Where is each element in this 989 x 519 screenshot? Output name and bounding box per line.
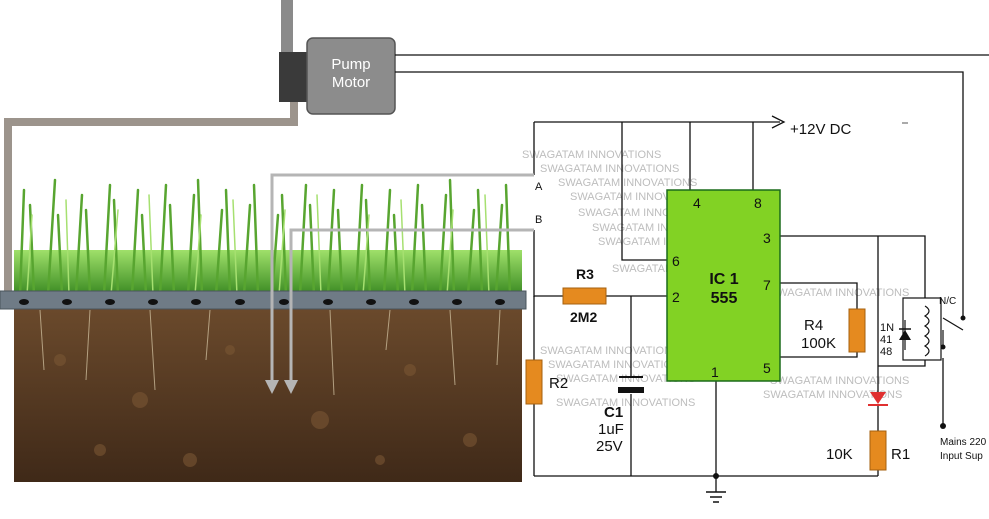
r3-name: R3 [576,266,594,282]
r2-name: R2 [549,375,568,392]
root-lines [39,309,501,396]
svg-text:SWAGATAM INNOVATIONS: SWAGATAM INNOVATIONS [548,359,687,371]
svg-text:SWAGATAM INNOVATIONS: SWAGATAM INNOVATIONS [763,389,902,401]
soil-illustration [14,178,522,482]
ic-part: 555 [711,290,738,307]
feed-pipe [4,100,298,296]
ic-pin-2: 2 [672,289,680,305]
ic-pin-5: 5 [763,360,771,376]
svg-text:SWAGATAM INNOVATIONS: SWAGATAM INNOVATIONS [540,163,679,175]
ic-555: IC 1 555 4 8 3 6 7 2 5 1 [666,189,781,382]
irrigation-pipe [0,0,527,310]
c1-voltage: 25V [596,438,623,455]
drip-pipe [0,290,527,310]
pump-label-line1: Pump [331,56,370,73]
probe-wires [270,173,534,385]
pump-label-line2: Motor [332,74,370,91]
svg-text:SWAGATAM INNOVATIONS: SWAGATAM INNOVATIONS [770,287,909,299]
ic-body [666,189,781,382]
resistor-r2: R2 [525,359,568,405]
mains-label-2: Input Sup [940,451,983,462]
ic-pin-1: 1 [711,364,719,380]
diode-label-3: 48 [880,346,892,358]
relay-switch-arm [942,317,964,331]
led-indicator [868,392,888,406]
svg-text:SWAGATAM INNOVATIONS: SWAGATAM INNOVATIONS [558,177,697,189]
ic-pin-8: 8 [754,195,762,211]
ic-pin-6: 6 [672,253,680,269]
probe-b-arrow [284,380,298,394]
svg-text:SWAGATAM INNOVATIONS: SWAGATAM INNOVATIONS [522,149,661,161]
c1-value: 1uF [598,421,624,438]
relay-contact-label: N/C [939,296,956,307]
mains-label-1: Mains 220 [940,437,987,448]
relay-coil [923,305,930,357]
supply-arrow [771,115,786,129]
resistor-r4: R4 100K [801,308,866,353]
probe-b-label: B [535,214,542,226]
ground-node [713,473,719,479]
svg-text:SWAGATAM INNOVATIONS: SWAGATAM INNOVATIONS [770,375,909,387]
r1-name: R1 [891,446,910,463]
diode-label-1: 1N [880,322,894,334]
ic-pin-7: 7 [763,277,771,293]
relay: 1N 41 48 N/C [880,296,966,361]
r4-value: 100K [801,335,836,352]
ic-pin-4: 4 [693,195,701,211]
grass-blades [18,178,512,297]
soil-texture [54,345,477,467]
r3-value: 2M2 [570,309,597,325]
capacitor-c1: C1 1uF 25V [596,376,644,455]
svg-text:SWAGATAM INNOVATIONS: SWAGATAM INNOVATIONS [556,373,695,385]
mains-terminal [940,423,946,429]
svg-text:SWAGATAM INNOVATIONS: SWAGATAM INNOVATIONS [540,345,679,357]
r4-name: R4 [804,317,823,334]
c1-name: C1 [604,404,623,421]
supply-label: +12V DC [790,121,851,138]
svg-text:SWAGATAM INNOVATIONS: SWAGATAM INNOVATIONS [556,397,695,409]
soil-block [14,306,522,482]
drip-holes [19,299,505,305]
ground-symbol [706,491,726,503]
r1-value: 10K [826,446,853,463]
diode-label-2: 41 [880,334,892,346]
pump-motor: Pump Motor [279,37,396,115]
circuit-wires [395,54,989,492]
ic-name: IC 1 [709,271,738,288]
grass-blades-light [26,194,490,296]
resistor-r3: R3 2M2 [562,266,607,325]
relay-diode: 1N 41 48 [880,320,911,358]
probe-a-arrow [265,380,279,394]
resistor-r1: 10K R1 [826,430,910,471]
grass-base [14,250,522,295]
pump-mount [279,52,309,102]
ic-pin-3: 3 [763,230,771,246]
pump-body [306,37,396,115]
probe-a-label: A [535,181,543,193]
